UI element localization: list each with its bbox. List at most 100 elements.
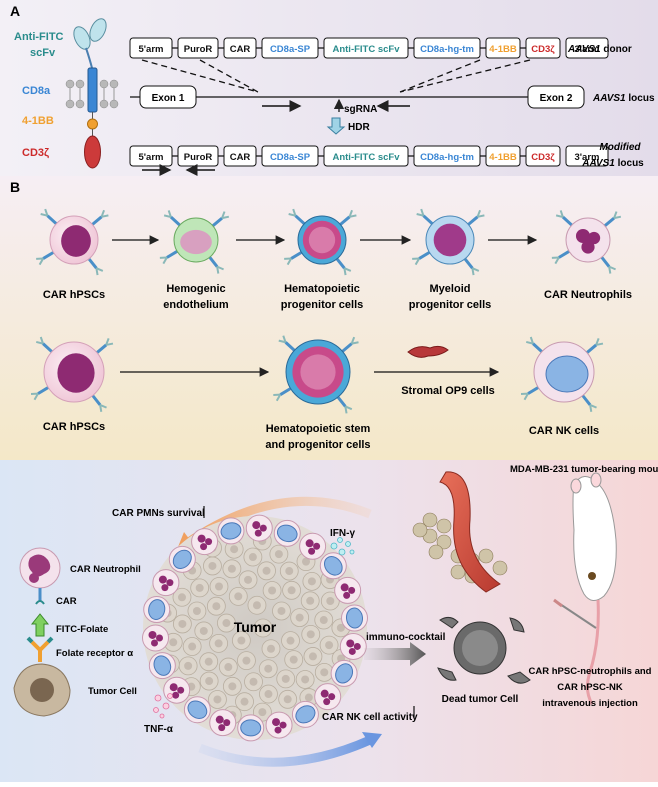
locus-label: AAVS1 locus: [592, 93, 655, 104]
mouse-label: MDA-MB-231 tumor-bearing mouse: [510, 464, 658, 475]
tumor-cell-nucleus-53: [258, 708, 266, 716]
tumor-cell-nucleus-20: [215, 582, 223, 590]
ring-neutrophil-2: [192, 529, 218, 555]
tumor-cell-nucleus-5: [277, 607, 285, 615]
modified-label-1: Modified: [599, 142, 641, 153]
ring-neutrophil-14: [266, 712, 292, 738]
ring-nk-cell-19: [149, 653, 175, 679]
tumor-cell-nucleus-41: [208, 562, 216, 570]
tumor-cell-nucleus-42: [325, 641, 333, 649]
ring-nk-cell-1: [169, 546, 195, 572]
donor-box-label-4: Anti-FITC scFv: [332, 44, 400, 55]
tumor-cell-nucleus-1: [237, 637, 245, 645]
tumor-cell-nucleus-12: [212, 602, 220, 610]
tumor-cell-nucleus-14: [224, 663, 232, 671]
modified-box-label-7: CD3ζ: [531, 152, 555, 163]
tumor-cell-nucleus-33: [196, 584, 204, 592]
tumor-cell-nucleus-36: [249, 553, 257, 561]
donor-box-label-2: CAR: [230, 44, 251, 55]
tumor-cell-nucleus-29: [309, 652, 317, 660]
pmn-survival-label: CAR PMNs survival: [112, 508, 205, 519]
tumor-cell-nucleus-30: [188, 643, 196, 651]
tumor-cell-nucleus-44: [275, 550, 283, 558]
row2-label-2: CAR NK cells: [529, 425, 599, 437]
row1-label-3b: progenitor cells: [409, 299, 492, 311]
tumor-cell-nucleus-13: [296, 614, 304, 622]
row1-label-1b: endothelium: [163, 299, 229, 311]
donor-label: AAVS1 donor: [567, 44, 632, 55]
hdr-label: HDR: [348, 122, 370, 133]
car-label: CAR: [56, 596, 77, 607]
tumor-cell-nucleus-10: [268, 587, 276, 595]
tumor-cell-nucleus-43: [184, 662, 192, 670]
tumor-cell-nucleus-2: [253, 601, 261, 609]
ring-nk-cell-9: [342, 605, 368, 631]
injection-label-3: intravenous injection: [542, 698, 638, 709]
row1-label-2b: progenitor cells: [281, 299, 364, 311]
modified-box-label-6: 4-1BB: [489, 152, 517, 163]
tumor-cell-nucleus-21: [307, 630, 315, 638]
modified-box-label-4: Anti-FITC scFv: [332, 152, 400, 163]
fitc-folate-label: FITC-Folate: [56, 624, 108, 635]
row2-label-0: CAR hPSCs: [43, 421, 105, 433]
tumor-label: Tumor: [234, 619, 277, 635]
tumor-cell-nucleus-37: [301, 675, 309, 683]
row1-label-0: CAR hPSCs: [43, 289, 105, 301]
tumor-cell-nucleus-11: [264, 665, 272, 673]
scfv-label: scFv: [30, 47, 56, 59]
ifn-label: IFN-γ: [330, 528, 355, 539]
row1-label-3a: Myeloid: [430, 283, 471, 295]
row1-label-4: CAR Neutrophils: [544, 289, 632, 301]
folate-receptor-label: Folate receptor α: [56, 648, 133, 659]
cd8a-label: CD8a: [22, 85, 51, 97]
modified-box-label-5: CD8a-hg-tm: [420, 152, 474, 163]
tumor-cell-nucleus-8: [287, 637, 295, 645]
panel-a: A Anti-FITC scFv CD8a 4-1BB CD3ζ: [0, 0, 658, 176]
row1-label-2a: Hematopoietic: [284, 283, 360, 295]
ring-nk-cell-3: [218, 518, 244, 544]
donor-box-label-0: 5'arm: [139, 44, 164, 55]
tumor-cell-nucleus-24: [282, 675, 290, 683]
tumor-cell-nucleus-9: [215, 639, 223, 647]
tumor-cell-nucleus-22: [205, 658, 213, 666]
tumor-cell-nucleus-28: [228, 565, 236, 573]
tumor-cell-nucleus-50: [320, 668, 328, 676]
modified-label-2: AAVS1 locus: [581, 158, 644, 169]
ring-neutrophil-12: [315, 684, 341, 710]
tumor-cell-nucleus-38: [178, 620, 186, 628]
tumor-cell-nucleus-17: [200, 627, 208, 635]
tumor-cell-nucleus-3: [267, 645, 275, 653]
ring-neutrophil-20: [142, 625, 168, 651]
ring-nk-cell-21: [144, 597, 170, 623]
tumor-cell-nucleus-23: [263, 567, 271, 575]
donor-box-label-5: CD8a-hg-tm: [420, 44, 474, 55]
immuno-label: immuno-cocktail: [366, 632, 446, 643]
panel-a-letter: A: [10, 3, 20, 19]
ring-nk-cell-11: [331, 660, 357, 686]
tumor-cell-nucleus-49: [230, 545, 238, 553]
ring-neutrophil-4: [246, 515, 272, 541]
tumor-cell-nucleus-47: [326, 597, 334, 605]
donor-box-label-3: CD8a-SP: [270, 44, 311, 55]
nk-activity-label: CAR NK cell activity: [322, 712, 418, 723]
panel-b-letter: B: [10, 179, 20, 195]
injection-label-1: CAR hPSC-neutrophils and: [529, 666, 652, 677]
row2-label-1b: and progenitor cells: [265, 439, 370, 451]
row2-label-1a: Hematopoietic stem: [266, 423, 371, 435]
4-1bb-label: 4-1BB: [22, 115, 54, 127]
tumor-cell-nucleus-45: [284, 695, 292, 703]
cd3z-label: CD3ζ: [22, 147, 49, 159]
injection-label-2: CAR hPSC-NK: [557, 682, 623, 693]
modified-box-label-0: 5'arm: [139, 152, 164, 163]
tnf-label: TNF-α: [144, 724, 174, 735]
tumor-cell-nucleus-26: [306, 597, 314, 605]
ring-neutrophil-16: [210, 710, 236, 736]
tumor-cell-nucleus-58: [305, 694, 313, 702]
anti-fitc-label: Anti-FITC: [14, 31, 64, 43]
ring-nk-cell-5: [274, 520, 300, 546]
tumor-cell-nucleus-25: [193, 607, 201, 615]
ring-nk-cell-17: [184, 697, 210, 723]
tumor-cell-nucleus-18: [288, 586, 296, 594]
exon1-label: Exon 1: [152, 93, 185, 104]
